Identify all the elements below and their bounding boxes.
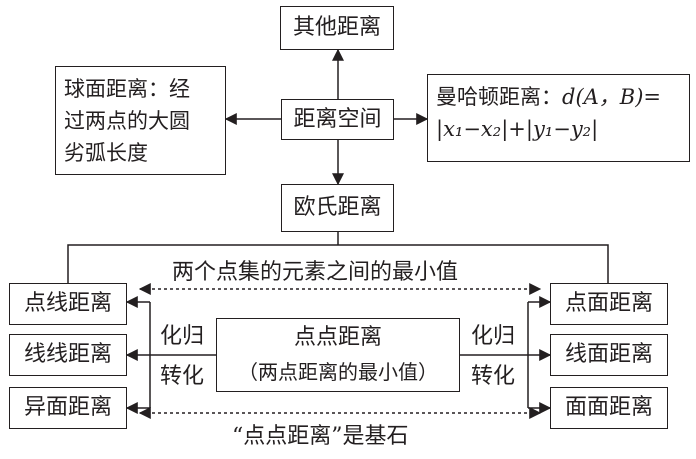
euclid-distance-box: 欧氏距离 bbox=[281, 184, 394, 232]
point-plane-box: 点面距离 bbox=[550, 283, 668, 325]
manhattan-line1: 曼哈顿距离：d(A，B)= bbox=[436, 81, 681, 113]
plane-plane-label: 面面距离 bbox=[564, 395, 653, 421]
sphere-line2: 过两点的大圆 bbox=[64, 109, 190, 133]
right-reduce-2: 转化 bbox=[471, 364, 516, 389]
euclid-label: 欧氏距离 bbox=[293, 195, 382, 221]
manhattan-formula1: d(A，B)= bbox=[562, 85, 662, 109]
skew-line-label: 异面距离 bbox=[23, 395, 112, 421]
point-line-label: 点线距离 bbox=[23, 291, 112, 317]
distance-space-box: 距离空间 bbox=[281, 99, 394, 140]
sphere-distance-box: 球面距离：经 过两点的大圆 劣弧长度 bbox=[55, 66, 226, 175]
left-reduce-2: 转化 bbox=[160, 364, 205, 389]
sphere-line1: 球面距离：经 bbox=[64, 77, 190, 101]
other-distance-box: 其他距离 bbox=[280, 6, 394, 50]
point-plane-label: 点面距离 bbox=[564, 291, 653, 317]
distance-space-label: 距离空间 bbox=[293, 106, 382, 132]
manhattan-formula2: |x₁−x₂|+|y₁−y₂| bbox=[436, 117, 599, 141]
skew-line-box: 异面距离 bbox=[9, 387, 127, 429]
right-reduce-1: 化归 bbox=[471, 324, 516, 349]
manhattan-label: 曼哈顿距离： bbox=[436, 85, 562, 109]
manhattan-distance-box: 曼哈顿距离：d(A，B)= |x₁−x₂|+|y₁−y₂| bbox=[427, 74, 690, 162]
point-point-box: 点点距离 （两点距离的最小值） bbox=[216, 318, 460, 392]
line-line-box: 线线距离 bbox=[9, 334, 127, 376]
line-plane-box: 线面距离 bbox=[550, 334, 668, 376]
sphere-line3: 劣弧长度 bbox=[64, 141, 148, 165]
line-line-label: 线线距离 bbox=[23, 342, 112, 368]
banner-bottom: “点点距离”是基石 bbox=[232, 424, 409, 449]
point-point-sub: （两点距离的最小值） bbox=[238, 360, 438, 384]
plane-plane-box: 面面距离 bbox=[550, 387, 668, 429]
banner-top: 两个点集的元素之间的最小值 bbox=[172, 260, 459, 285]
point-line-box: 点线距离 bbox=[9, 283, 127, 325]
left-reduce-1: 化归 bbox=[160, 324, 205, 349]
frame-top bbox=[67, 244, 609, 286]
other-distance-label: 其他距离 bbox=[292, 15, 381, 41]
line-plane-label: 线面距离 bbox=[564, 342, 653, 368]
point-point-label: 点点距离 bbox=[293, 325, 382, 350]
